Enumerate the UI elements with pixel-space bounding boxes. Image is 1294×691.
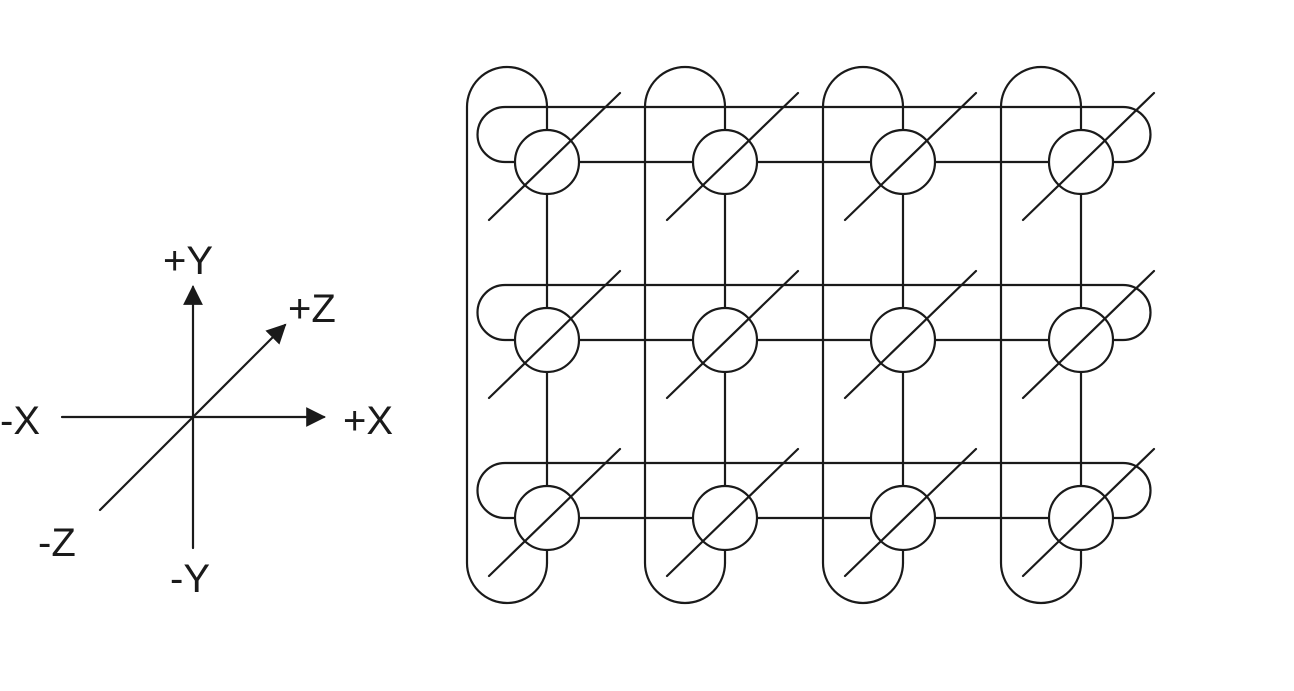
pos-y-label: +Y <box>163 239 213 283</box>
z-link <box>665 269 800 400</box>
neg-z-label: -Z <box>38 521 76 565</box>
z-link <box>665 91 800 222</box>
z-link <box>1021 447 1156 578</box>
vertical-wrap-links <box>465 65 1083 605</box>
z-link <box>487 269 622 400</box>
horizontal-links <box>545 160 1083 520</box>
pos-z-label: +Z <box>288 287 336 331</box>
z-link <box>487 91 622 222</box>
vertical-wrap-link <box>465 65 549 605</box>
z-link <box>843 447 978 578</box>
z-link <box>487 447 622 578</box>
z-link <box>843 91 978 222</box>
z-link <box>665 447 800 578</box>
z-links-front <box>487 91 1156 578</box>
horizontal-wrap-link <box>476 461 1152 520</box>
z-link <box>1021 91 1156 222</box>
z-axis <box>98 323 287 512</box>
z-link <box>1021 269 1156 400</box>
neg-x-label: -X <box>0 399 40 443</box>
horizontal-wrap-link <box>476 105 1152 164</box>
vertical-wrap-link <box>999 65 1083 605</box>
vertical-wrap-link <box>821 65 905 605</box>
horizontal-wrap-link <box>476 283 1152 342</box>
vertical-wrap-link <box>643 65 727 605</box>
coordinate-axes: +Y -Y +X -X +Z -Z <box>0 239 393 601</box>
torus-grid <box>465 65 1156 605</box>
z-link <box>843 269 978 400</box>
horizontal-wrap-links <box>476 105 1152 520</box>
neg-y-label: -Y <box>170 557 210 601</box>
pos-x-label: +X <box>343 399 393 443</box>
